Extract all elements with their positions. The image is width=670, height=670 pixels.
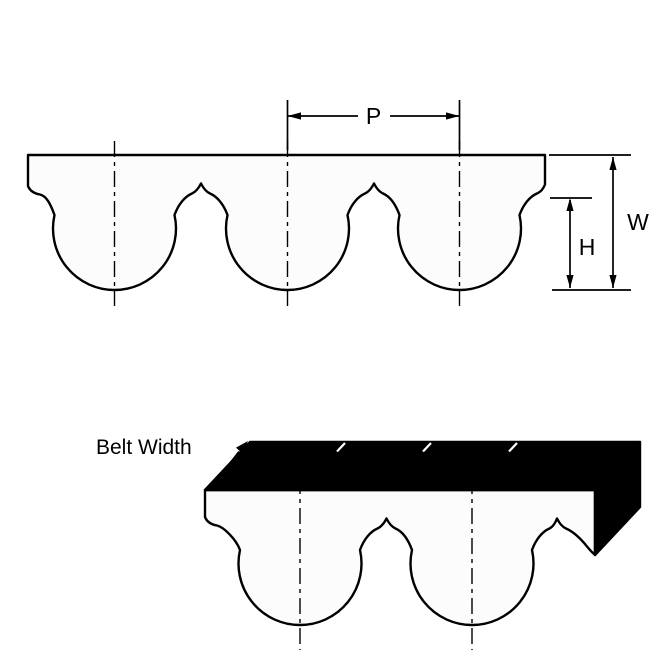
- belt-width-annotation: Belt Width: [96, 436, 248, 486]
- belt-thickness-dimension: W: [549, 154, 649, 291]
- pitch-tick-3: [508, 442, 518, 453]
- belt-width-arrow-line: [212, 450, 240, 486]
- tooth-height-dimension: H: [550, 197, 596, 288]
- w-arrow-top: [609, 157, 617, 170]
- p-arrow-left: [287, 112, 301, 120]
- belt-profile-outline: [26, 153, 547, 292]
- pitch-tick-2: [422, 442, 432, 453]
- belt-width-label: Belt Width: [96, 436, 192, 459]
- belt-front-profile: [203, 488, 597, 627]
- pitch-tick-1: [336, 442, 346, 453]
- belt-width-arrowhead: [236, 441, 248, 454]
- belt-end-face: [593, 440, 642, 557]
- pitch-label: P: [366, 103, 381, 129]
- isometric-view: Belt Width: [96, 436, 642, 650]
- pitch-dimension: P: [286, 100, 461, 150]
- tooth-height-label: H: [579, 234, 596, 260]
- profile-view: P W H: [26, 100, 649, 306]
- belt-thickness-label: W: [627, 209, 649, 235]
- belt-top-face: [203, 440, 642, 492]
- h-arrow-bottom: [566, 275, 574, 288]
- p-arrow-right: [446, 112, 460, 120]
- w-arrow-bottom: [609, 275, 617, 288]
- h-arrow-top: [566, 198, 574, 211]
